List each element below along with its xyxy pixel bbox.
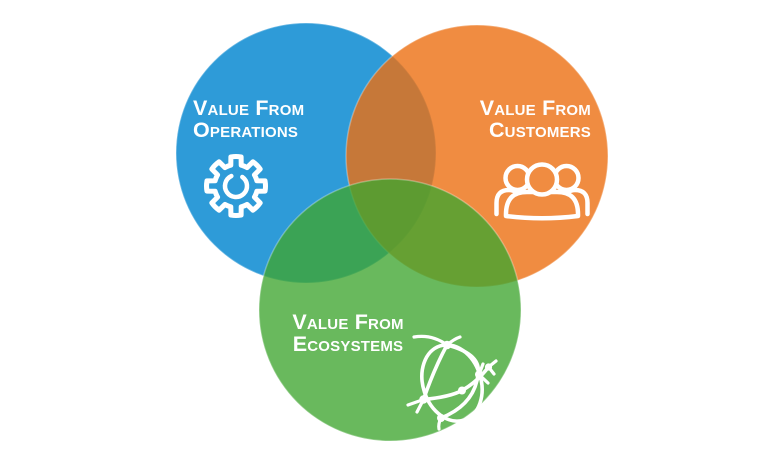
operations-label-line1: Value From <box>193 96 305 120</box>
ecosystems-label: Value From Ecosystems <box>256 311 440 355</box>
gear-icon <box>200 150 272 222</box>
network-nodes <box>419 340 493 422</box>
ecosystems-circle <box>258 178 522 442</box>
ecosystems-label-line2: Ecosystems <box>292 332 404 356</box>
people-icon <box>494 162 590 221</box>
globe-loop <box>420 343 484 423</box>
operations-label: Value From Operations <box>193 97 304 141</box>
front-body <box>503 189 581 221</box>
customers-label-line1: Value From <box>479 96 591 120</box>
front-head <box>524 162 560 197</box>
network-globe-icon <box>406 334 498 431</box>
customers-label-line2: Customers <box>488 118 591 142</box>
meridian-left <box>421 343 449 402</box>
customers-label: Value From Customers <box>480 97 591 141</box>
operations-label-line2: Operations <box>193 118 299 142</box>
ecosystems-label-line1: Value From <box>292 310 404 334</box>
